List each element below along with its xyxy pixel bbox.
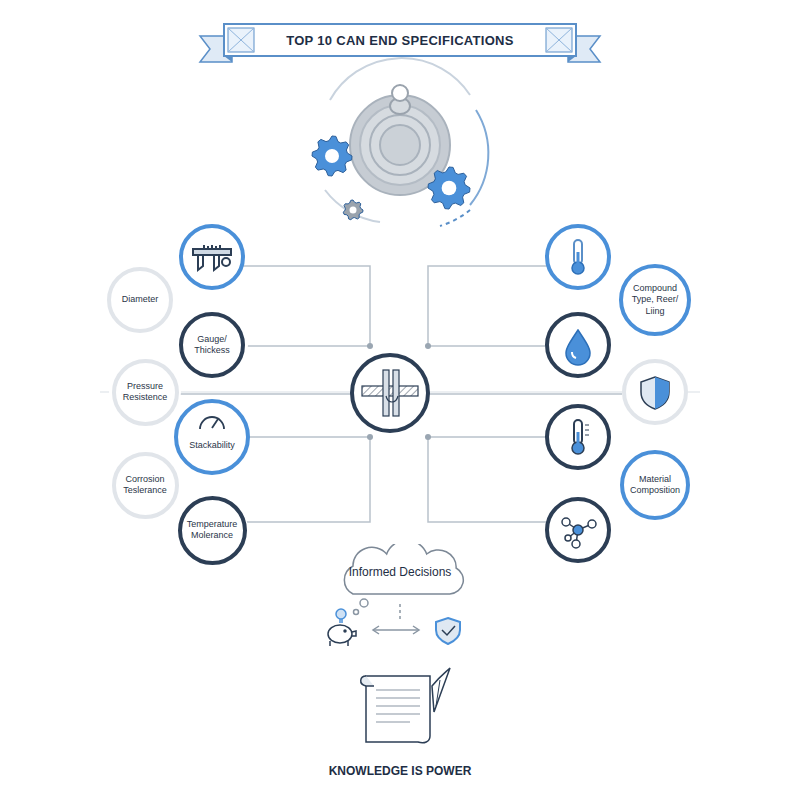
text-group: Temperature Molerance <box>185 519 239 542</box>
spec-circle: Stackability <box>174 399 250 475</box>
can-end-illustration <box>312 58 488 226</box>
gear-hole <box>325 149 339 163</box>
spec-label: Compound Type, Reer/ Liing <box>629 283 681 317</box>
shield-icon <box>436 618 460 644</box>
spec-circle: Diameter <box>107 267 173 333</box>
double-arrow <box>373 626 419 634</box>
leader-lines <box>100 266 700 522</box>
gear-hole <box>350 207 357 214</box>
spec-circle: Material Composition <box>620 450 690 520</box>
spec-label: Stackability <box>189 440 235 451</box>
scroll-icon <box>361 668 450 743</box>
text-group: Informed Decisions <box>349 565 452 580</box>
piggy-bank-icon <box>328 609 356 646</box>
thermometer-icon <box>572 420 589 454</box>
dashed-divider <box>399 604 401 622</box>
text-group: Gauge/ Thickess <box>187 334 237 357</box>
water-drop-icon <box>566 330 590 365</box>
icon-circles <box>181 226 686 561</box>
text-group: Corrosion Teslerance <box>119 474 171 497</box>
text-group: Compound Type, Reer/ Liing <box>629 283 681 317</box>
gauge-icon <box>200 417 224 429</box>
spec-label: Diameter <box>122 294 159 305</box>
spec-circle: Temperature Molerance <box>178 496 247 565</box>
thought-cloud: Informed Decisions <box>332 544 469 600</box>
caption-text: KNOWLEDGE IS POWER <box>329 764 472 778</box>
gear <box>312 136 352 176</box>
text-group: Diameter <box>122 294 159 305</box>
check-mark <box>442 626 455 635</box>
spec-label: Gauge/ Thickess <box>187 334 237 357</box>
spec-label: Corrosion Teslerance <box>119 474 171 497</box>
text-group: Pressure Resistence <box>119 381 171 404</box>
title-ribbon <box>200 24 600 62</box>
spec-circle: Corrosion Teslerance <box>112 452 179 519</box>
spec-circle: Gauge/ Thickess <box>179 312 245 378</box>
gear <box>343 200 363 220</box>
text-group: Material Composition <box>629 474 681 497</box>
cloud-text: Informed Decisions <box>349 565 452 580</box>
spec-label: Material Composition <box>629 474 681 497</box>
gear-hole <box>442 181 457 196</box>
molecule-icon <box>562 518 596 548</box>
seam-illustration <box>352 355 428 431</box>
title-text: TOP 10 CAN END SPECIFICATIONS <box>286 33 514 48</box>
spec-circle: Compound Type, Reer/ Liing <box>619 264 691 336</box>
spec-circle: Pressure Resistence <box>112 359 179 426</box>
thermometer-icon <box>572 240 584 274</box>
water-drop-shine <box>572 352 576 358</box>
spec-label: Temperature Molerance <box>185 519 239 542</box>
thought-bubbles <box>354 599 369 615</box>
text-group: Stackability <box>189 440 235 451</box>
node-discs <box>104 262 693 566</box>
spec-label: Pressure Resistence <box>119 381 171 404</box>
shield-icon <box>641 377 669 409</box>
gear <box>428 167 470 209</box>
caliper-icon <box>193 245 231 270</box>
